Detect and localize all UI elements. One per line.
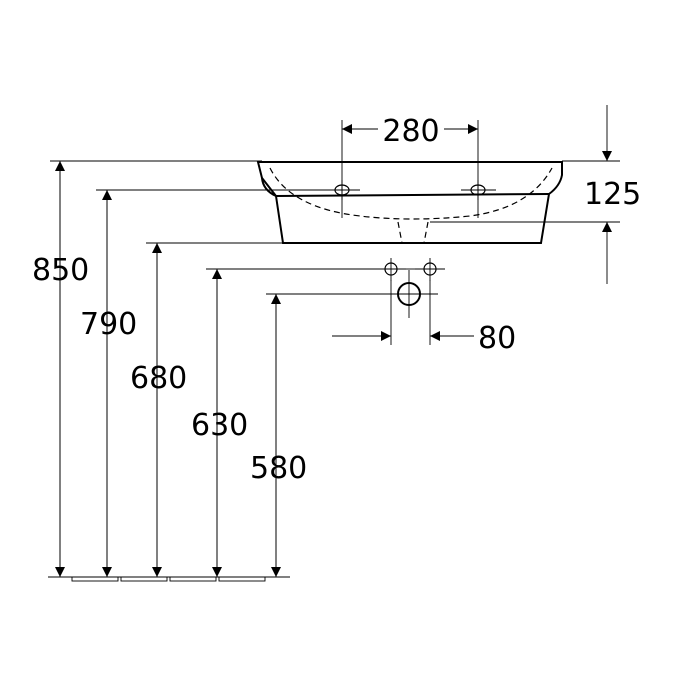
dimension-tap-spacing: 280 [341, 114, 479, 218]
label-630: 630 [191, 408, 248, 443]
bowl-hidden-contour [269, 167, 553, 244]
dimension-height-580: 580 [250, 294, 307, 577]
dimension-waste-spacing: 80 [332, 280, 516, 356]
label-80: 80 [478, 321, 516, 356]
basin-outline [256, 161, 563, 244]
label-280: 280 [382, 114, 439, 149]
dimension-height-680: 680 [130, 243, 187, 577]
supply-point-right [415, 258, 445, 281]
label-850: 850 [32, 253, 89, 288]
dimension-height-630: 630 [191, 269, 248, 577]
dimension-height-790: 790 [80, 190, 137, 577]
dimension-height-850: 850 [32, 161, 89, 577]
label-125: 125 [584, 177, 641, 212]
floor-line [48, 576, 290, 582]
label-680: 680 [130, 361, 187, 396]
dimension-bowl-depth: 125 [430, 105, 641, 284]
supply-point-left [376, 258, 406, 281]
label-790: 790 [80, 307, 137, 342]
tap-hole-right [461, 180, 496, 200]
label-580: 580 [250, 451, 307, 486]
height-reference-lines [50, 160, 409, 295]
